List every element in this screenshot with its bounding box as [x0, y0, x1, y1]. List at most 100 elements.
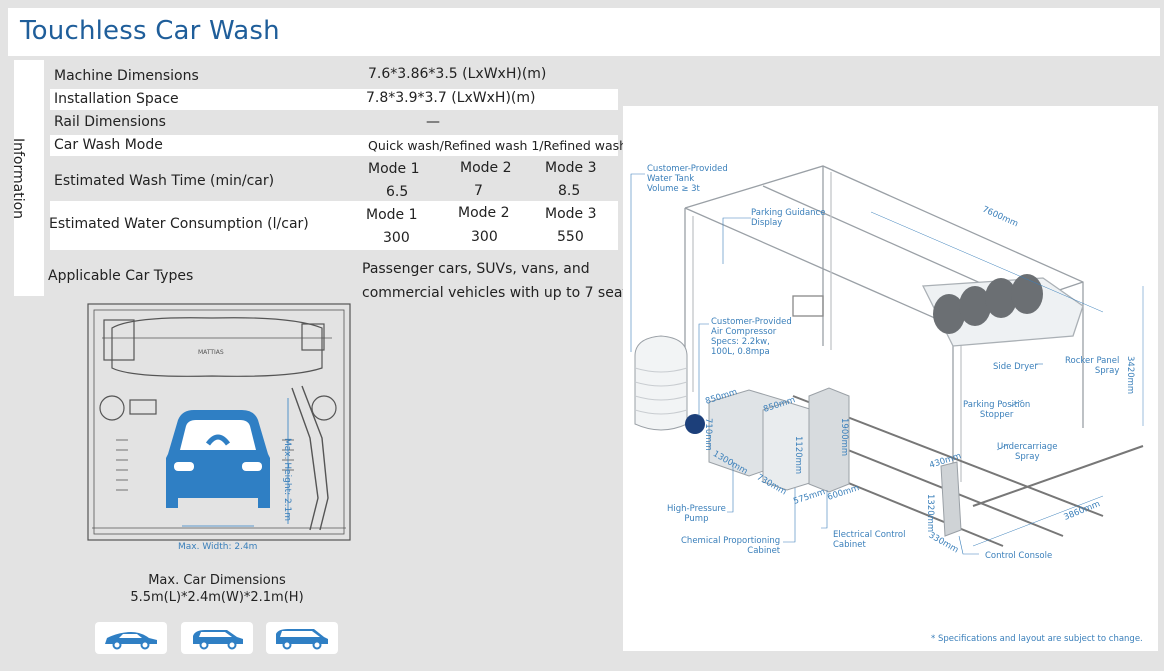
callout-line: 100L, 0.8mpa: [711, 347, 770, 357]
mode-header: Mode 2: [460, 160, 512, 176]
car-front-icon: [166, 410, 270, 508]
car-type-suv: [181, 622, 253, 654]
mode-header: Mode 3: [545, 160, 597, 176]
max-width-label: Max. Width: 2.4m: [178, 542, 258, 552]
mode-header: Mode 2: [458, 205, 510, 221]
mode-value: 6.5: [386, 184, 409, 200]
isometric-machine-diagram: [630, 165, 1144, 555]
callout-line: Stopper: [979, 410, 1014, 420]
callout-line: Rocker Panel: [1065, 356, 1120, 366]
callout-undercarriage: Undercarriage Spray: [997, 442, 1057, 462]
spec-row-car-types: Applicable Car Types Passenger cars, SUV…: [48, 260, 635, 301]
callout-line: Customer-Provided: [711, 317, 792, 327]
car-type-van: [266, 622, 338, 654]
mode-value: 550: [557, 229, 584, 245]
spec-row-installation-space: Installation Space 7.8*3.9*3.7 (LxWxH)(m…: [50, 89, 618, 110]
van-icon: [276, 629, 328, 650]
callout-water-tank: Customer-Provided Water Tank Volume ≥ 3t: [647, 164, 728, 194]
spec-value: 7.6*3.86*3.5 (LxWxH)(m): [368, 66, 547, 82]
chemical-cabinet: [762, 401, 814, 491]
page-title: Touchless Car Wash: [20, 16, 280, 46]
dim-1320: 1320mm: [925, 494, 935, 533]
callout-line: Cabinet: [747, 546, 781, 556]
mode-value: 300: [471, 229, 498, 245]
air-compressor: [685, 414, 705, 434]
dim-height: 3420mm: [1125, 356, 1135, 395]
callout-line: Parking Position: [963, 400, 1031, 410]
callout-side-dryer: Side Dryer: [993, 362, 1038, 372]
spec-label: Installation Space: [54, 91, 179, 107]
spec-value: 7.8*3.9*3.7 (LxWxH)(m): [366, 90, 536, 106]
spec-row-wash-time: Estimated Wash Time (min/car) Mode 1 Mod…: [50, 156, 618, 200]
callout-electrical: Electrical Control Cabinet: [833, 530, 906, 550]
suv-icon: [193, 630, 243, 650]
spec-label: Rail Dimensions: [54, 114, 166, 130]
spec-value: Quick wash/Refined wash 1/Refined wash 2: [368, 138, 639, 153]
callout-line: Display: [751, 218, 783, 228]
mode-header: Mode 1: [368, 161, 420, 177]
callout-chemical: Chemical Proportioning Cabinet: [681, 536, 780, 556]
callout-console: Control Console: [985, 551, 1053, 561]
isometric-diagram-panel: Customer-Provided Water Tank Volume ≥ 3t…: [623, 106, 1158, 651]
callout-line: Water Tank: [647, 174, 695, 184]
svg-text:MATTIAS: MATTIAS: [198, 349, 224, 356]
callout-line: Pump: [684, 514, 709, 524]
max-height-label: Max. Height: 2.1m: [282, 438, 292, 522]
spec-value: —: [426, 114, 440, 130]
left-wheel-icon: [99, 395, 125, 421]
spec-value-line1: Passenger cars, SUVs, vans, and: [362, 261, 590, 277]
callout-line: Chemical Proportioning: [681, 536, 781, 546]
callout-line: Air Compressor: [711, 327, 777, 337]
callout-pump: High-Pressure Pump: [667, 504, 726, 524]
spec-row-water: Estimated Water Consumption (l/car) Mode…: [49, 201, 618, 250]
spray-arm: [291, 387, 319, 531]
dim-1900: 1900mm: [839, 418, 849, 457]
spec-row-rail-dimensions: Rail Dimensions —: [50, 111, 618, 134]
title-bar: [8, 8, 1160, 56]
callout-line: Parking Guidance: [751, 208, 826, 218]
dim-1120: 1120mm: [793, 436, 803, 475]
mode-value: 7: [474, 183, 483, 199]
callout-stopper: Parking Position Stopper: [963, 400, 1030, 420]
callout-line: Cabinet: [833, 540, 866, 550]
right-wheel-icon: [311, 395, 337, 421]
spec-row-machine-dimensions: Machine Dimensions 7.6*3.86*3.5 (LxWxH)(…: [50, 64, 618, 88]
callout-line: Electrical Control: [833, 530, 906, 540]
callout-line: Spray: [1014, 452, 1040, 462]
spec-row-car-wash-mode: Car Wash Mode Quick wash/Refined wash 1/…: [50, 135, 639, 156]
spec-value-line2: commercial vehicles with up to 7 seats: [362, 285, 636, 301]
mode-header: Mode 1: [366, 207, 418, 223]
brush-roller-icon: [933, 294, 965, 334]
left-motor: [103, 319, 135, 361]
callout-parking-guidance: Parking Guidance Display: [751, 208, 825, 228]
spec-label: Estimated Water Consumption (l/car): [49, 216, 309, 232]
machine-front-diagram: MATTIAS: [87, 303, 351, 541]
water-tank: [634, 335, 688, 431]
callout-line: Customer-Provided: [647, 164, 728, 174]
spec-label: Estimated Wash Time (min/car): [54, 173, 275, 189]
spec-label: Machine Dimensions: [54, 68, 199, 84]
overhead-carriage: [111, 317, 323, 377]
spec-label: Applicable Car Types: [48, 268, 194, 284]
callout-line: Undercarriage: [997, 442, 1058, 452]
dim-710: 710mm: [703, 418, 713, 451]
information-label: Information: [10, 138, 26, 220]
callout-line: Specs: 2.2kw,: [711, 337, 770, 347]
max-car-value: 5.5m(L)*2.4m(W)*2.1m(H): [130, 590, 304, 605]
footnote: * Specifications and layout are subject …: [931, 634, 1143, 644]
mode-value: 300: [383, 230, 410, 246]
sedan-icon: [105, 632, 157, 650]
spec-label: Car Wash Mode: [54, 137, 163, 153]
gantry-frame: [87, 303, 351, 541]
information-tab: [14, 60, 44, 296]
callout-line: Spray: [1094, 366, 1120, 376]
car-type-sedan: [95, 622, 167, 654]
callout-air-compressor: Customer-Provided Air Compressor Specs: …: [711, 317, 792, 357]
control-console: [940, 461, 962, 537]
mode-header: Mode 3: [545, 206, 597, 222]
callout-line: Volume ≥ 3t: [647, 184, 700, 194]
callout-line: High-Pressure: [667, 504, 726, 514]
max-car-title: Max. Car Dimensions: [148, 573, 286, 588]
electrical-cabinet: [808, 387, 850, 493]
mode-value: 8.5: [558, 183, 581, 199]
